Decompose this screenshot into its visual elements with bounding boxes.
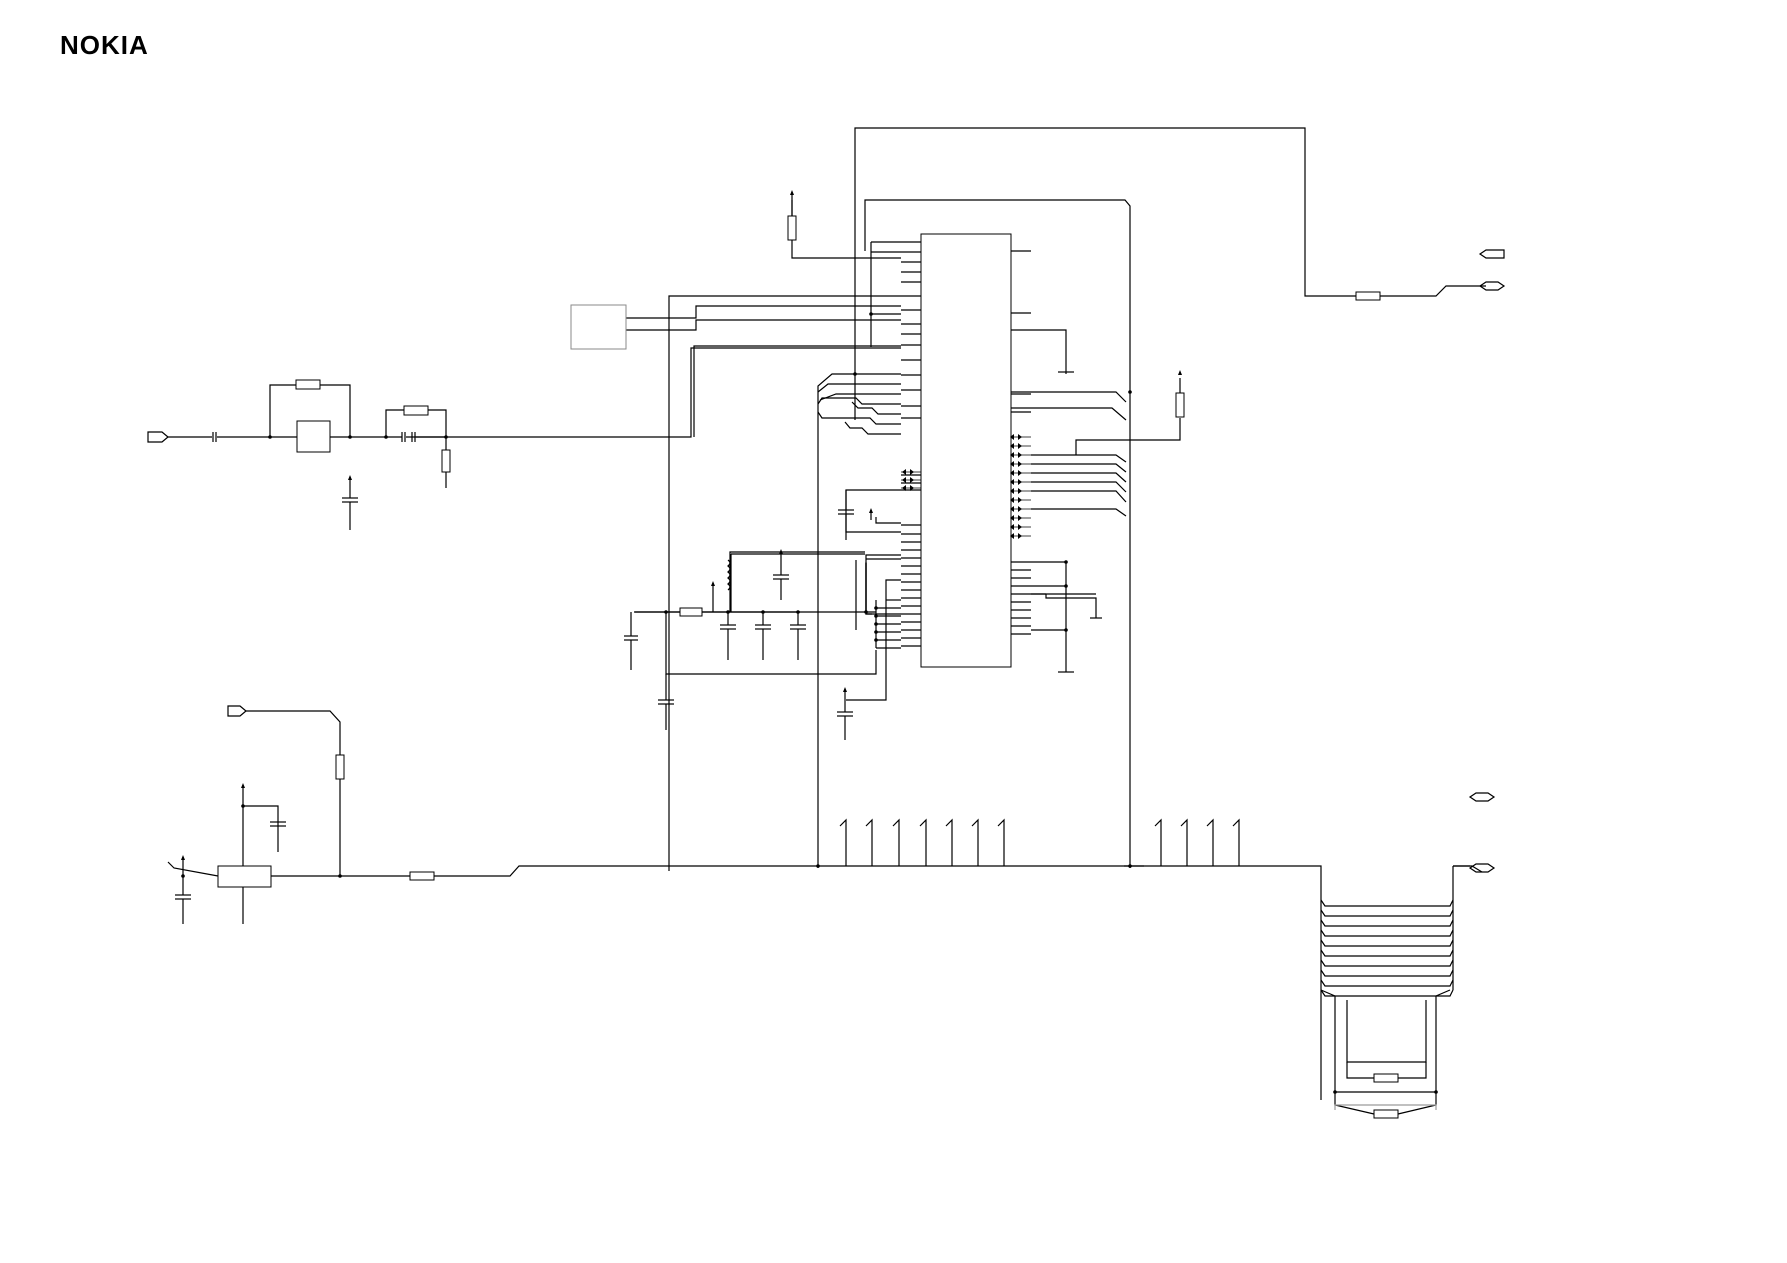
main-ic bbox=[871, 233, 1031, 668]
capacitor-network bbox=[624, 490, 872, 740]
right-upper-ground bbox=[1031, 371, 1102, 673]
input-chain bbox=[147, 347, 901, 530]
ic-bottom-left-nets bbox=[634, 489, 901, 701]
supply-arrows bbox=[181, 190, 1182, 860]
right-nets bbox=[1011, 329, 1185, 672]
ports bbox=[1453, 249, 1506, 873]
regulator bbox=[167, 705, 818, 924]
junction-dots bbox=[181, 312, 1438, 1094]
top-nets bbox=[626, 127, 1486, 871]
bottom-bus bbox=[818, 818, 1322, 1100]
left-bus bbox=[817, 251, 901, 868]
connector-array bbox=[1320, 865, 1483, 1119]
nokia-logo: NOKIA bbox=[60, 30, 149, 60]
module-box bbox=[570, 304, 627, 350]
